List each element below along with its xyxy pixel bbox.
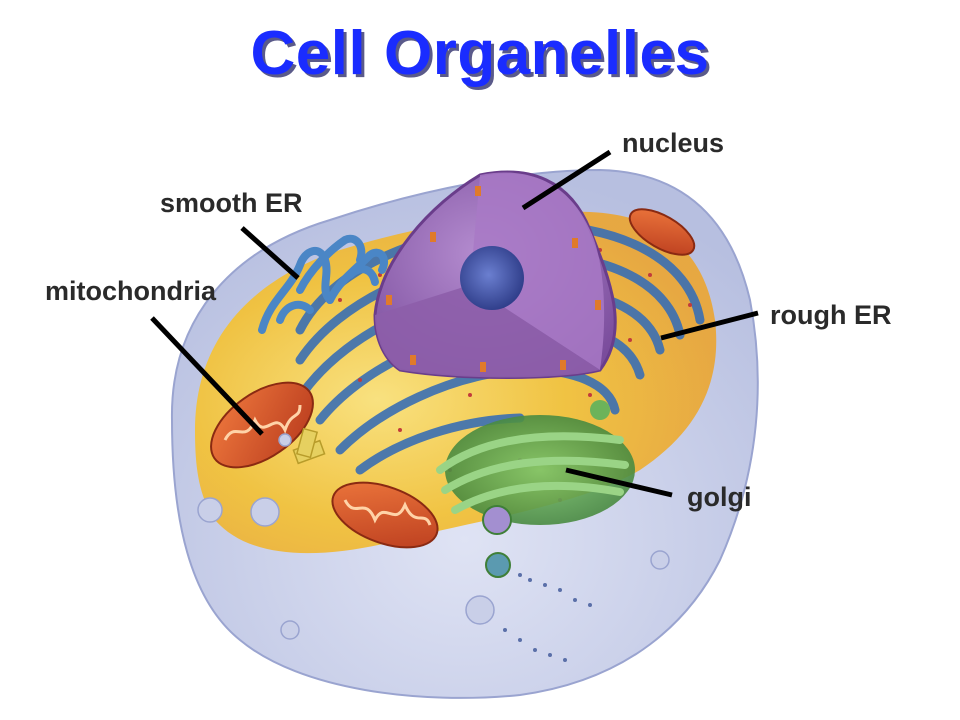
leader-mitochondria xyxy=(150,316,264,436)
leader-golgi xyxy=(565,467,673,498)
smooth-er-shape xyxy=(258,234,389,334)
page-title: Cell Organelles xyxy=(250,19,710,88)
leader-nucleus xyxy=(521,149,612,211)
leader-lines xyxy=(150,149,759,498)
nucleus-inner-face xyxy=(375,285,600,378)
label-smooth-er: smooth ER xyxy=(160,188,303,218)
leader-smooth-er xyxy=(240,226,300,280)
nuclear-pores xyxy=(386,186,601,372)
label-mitochondria: mitochondria xyxy=(45,276,217,306)
centriole xyxy=(292,427,326,465)
label-nucleus: nucleus xyxy=(622,128,725,158)
mitochondrion-3 xyxy=(628,208,696,256)
mitochondrion-1 xyxy=(210,381,314,469)
mitochondrion-2 xyxy=(331,481,439,549)
label-rough-er: rough ER xyxy=(770,300,892,330)
golgi-shape xyxy=(436,400,635,578)
label-golgi: golgi xyxy=(687,482,752,512)
polyribosomes xyxy=(503,573,592,662)
nucleus-cut-face xyxy=(470,172,605,370)
leader-rough-er xyxy=(660,310,759,341)
vesicles xyxy=(197,433,670,640)
nucleolus xyxy=(460,246,524,310)
